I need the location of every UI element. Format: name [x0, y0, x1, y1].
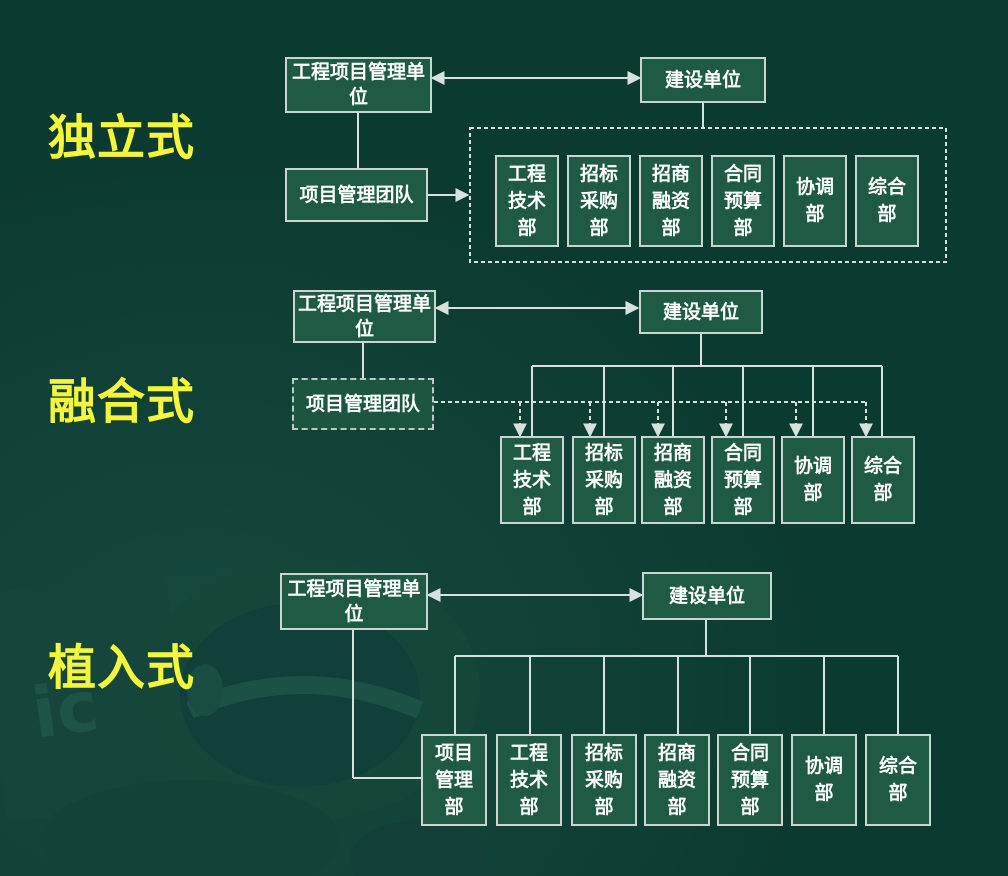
independent-team-box: 项目管理团队 — [285, 168, 428, 222]
independent-dept-box: 招标采购部 — [567, 155, 631, 247]
independent-dept-box: 招商融资部 — [639, 155, 703, 247]
merged-dept-box: 协调部 — [781, 436, 845, 524]
embedded-dept-box: 招商融资部 — [644, 734, 710, 826]
embedded-dept-box: 协调部 — [791, 734, 857, 826]
embedded-owner-box: 建设单位 — [642, 572, 772, 620]
embedded-dept-box: 招标采购部 — [571, 734, 637, 826]
merged-dept-box: 工程技术部 — [500, 436, 564, 524]
independent-dept-box: 工程技术部 — [495, 155, 559, 247]
embedded-dept-box: 工程技术部 — [496, 734, 562, 826]
merged-pm-unit-box: 工程项目管理单位 — [293, 290, 436, 343]
independent-pm-unit-box: 工程项目管理单位 — [285, 57, 432, 113]
svg-text:ic: ic — [27, 664, 103, 754]
embedded-dept-box: 项目管理部 — [421, 734, 487, 826]
merged-dept-box: 招标采购部 — [572, 436, 636, 524]
merged-dept-box: 综合部 — [851, 436, 915, 524]
label-merged: 融合式 — [48, 374, 196, 430]
label-embedded: 植入式 — [48, 640, 196, 696]
embedded-pm-unit-box: 工程项目管理单位 — [280, 573, 428, 630]
embedded-dept-box: 合同预算部 — [717, 734, 783, 826]
label-independent: 独立式 — [48, 110, 196, 166]
independent-dept-box: 协调部 — [783, 155, 847, 247]
merged-team-box: 项目管理团队 — [292, 378, 434, 430]
merged-owner-box: 建设单位 — [639, 290, 763, 334]
independent-owner-box: 建设单位 — [640, 57, 766, 103]
independent-dept-box: 合同预算部 — [711, 155, 775, 247]
independent-dept-box: 综合部 — [855, 155, 919, 247]
embedded-dept-box: 综合部 — [865, 734, 931, 826]
merged-dept-box: 合同预算部 — [711, 436, 775, 524]
merged-dept-box: 招商融资部 — [641, 436, 705, 524]
